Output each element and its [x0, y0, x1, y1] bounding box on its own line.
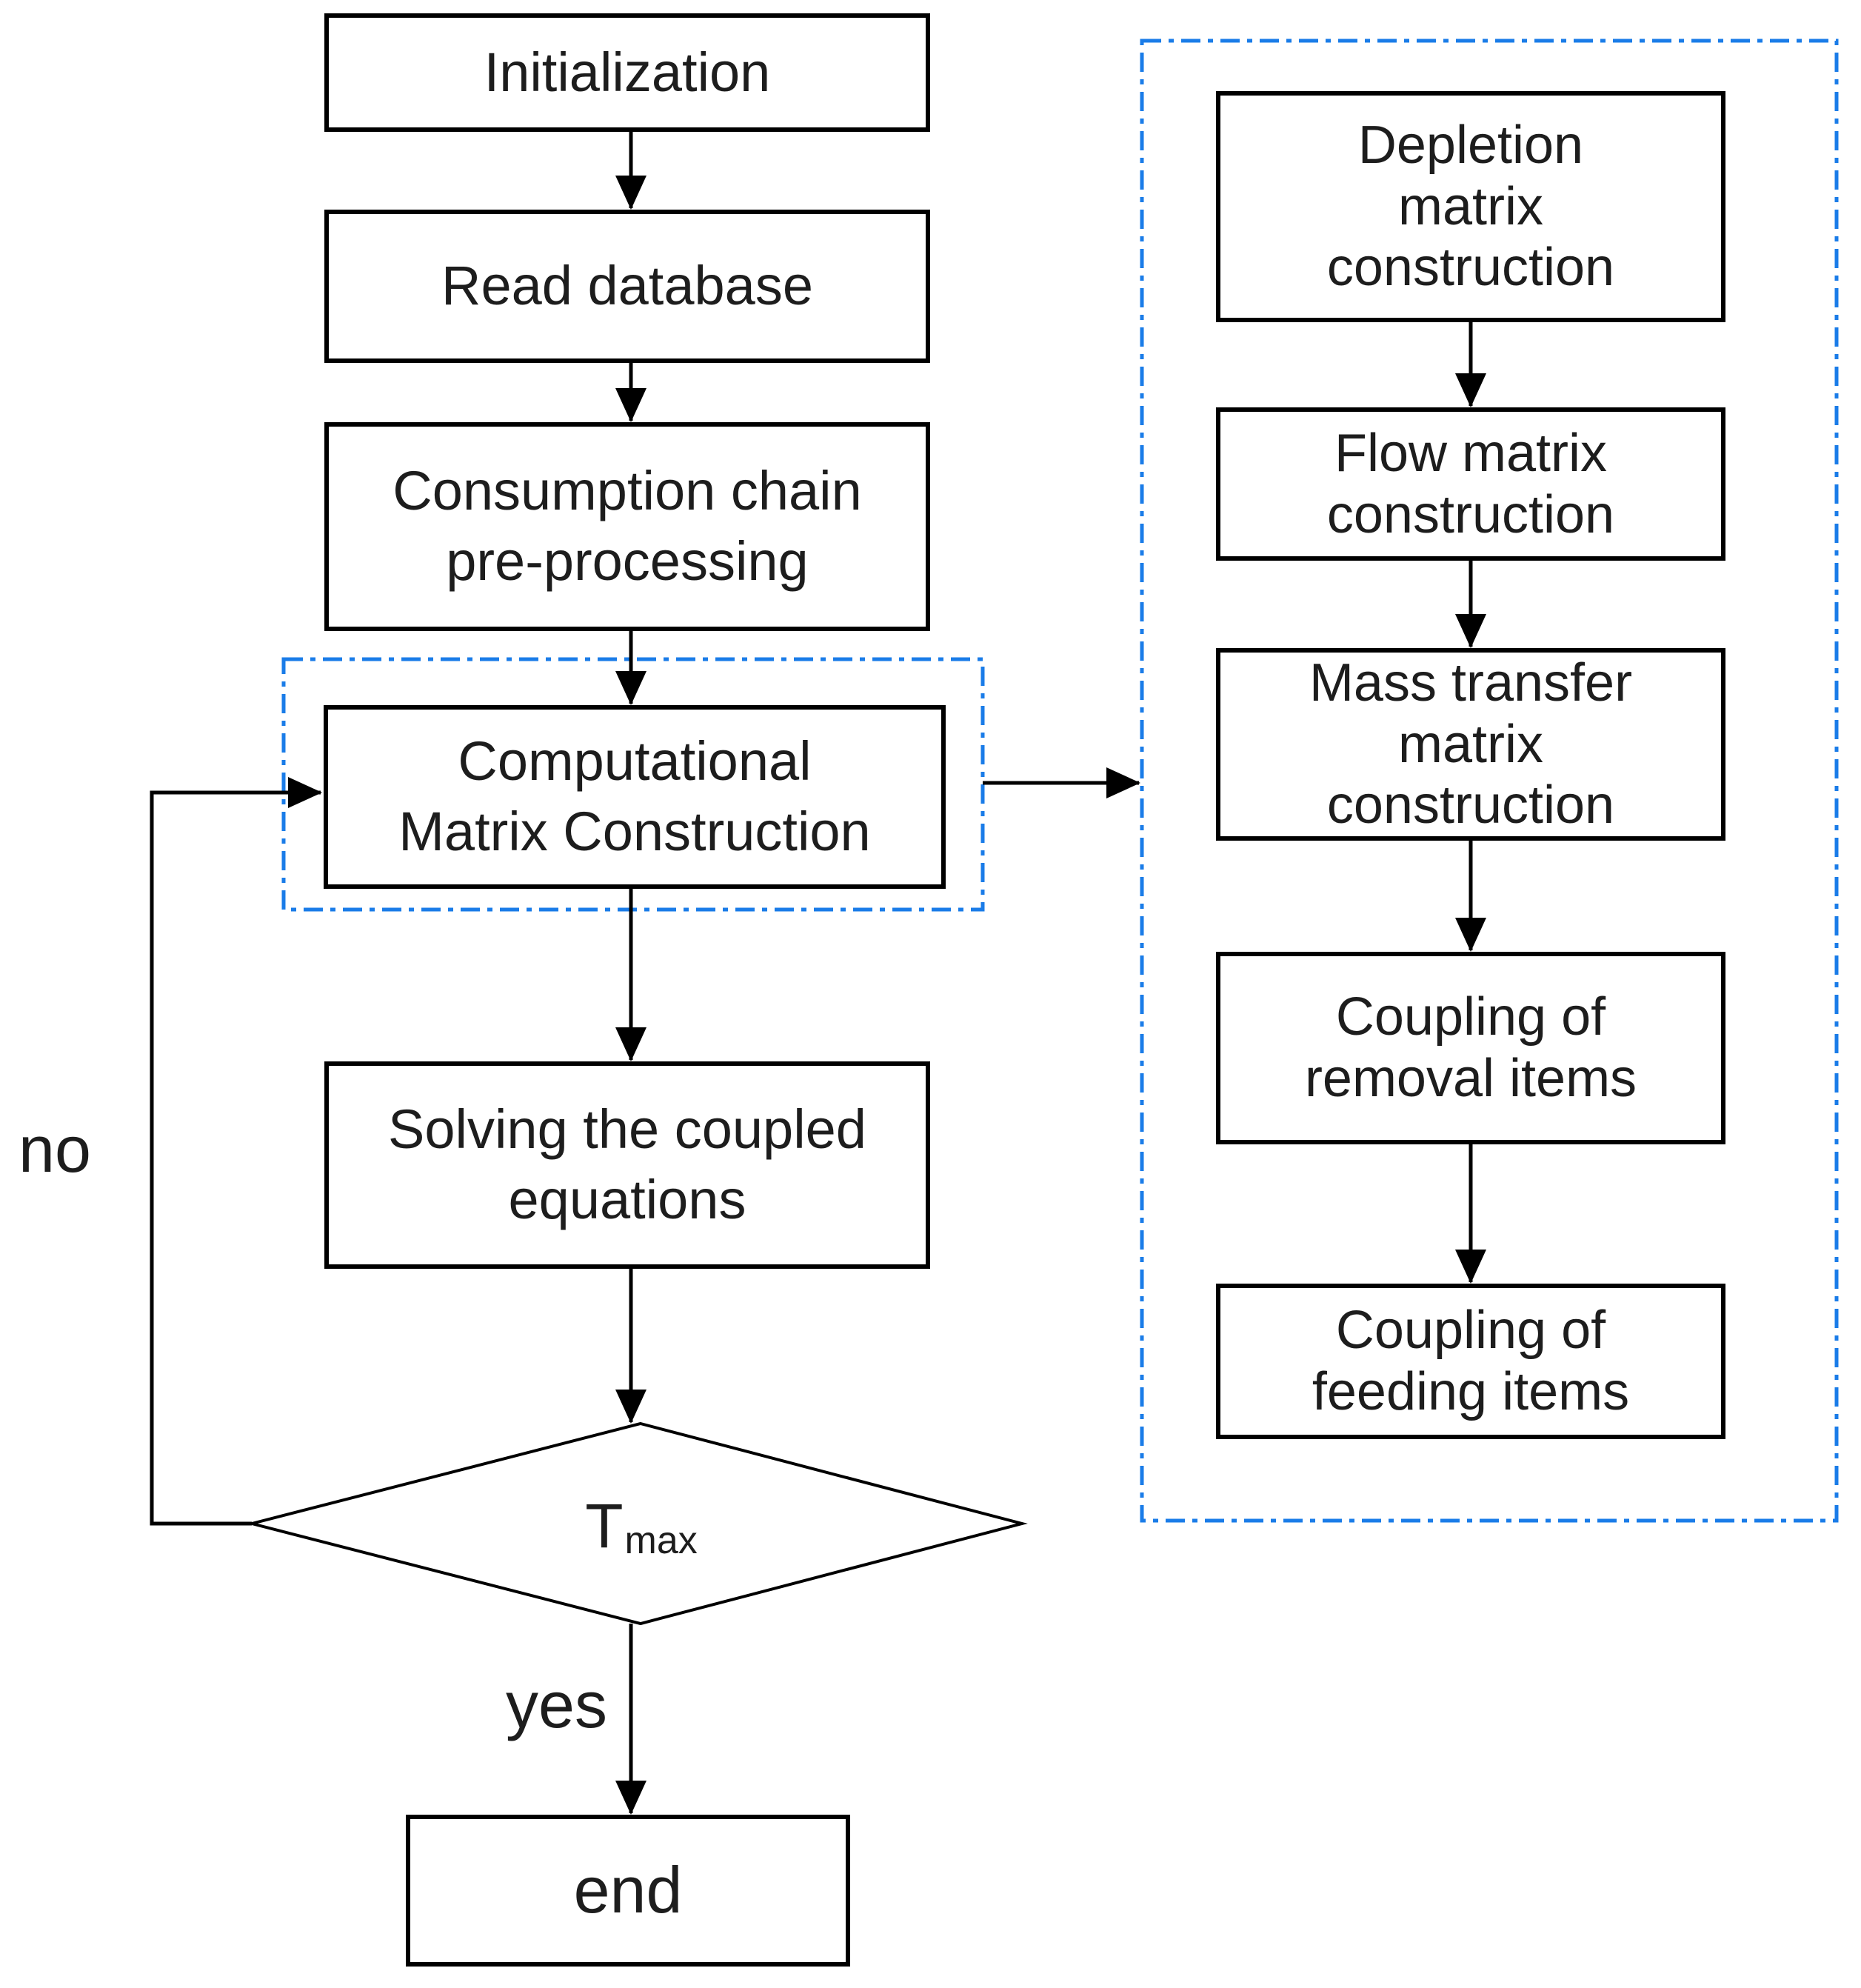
- node-computational-matrix-construction: Computational Matrix Construction: [324, 705, 946, 889]
- node-coupling-feeding-items: Coupling of feeding items: [1216, 1284, 1725, 1439]
- matrix-construction-dashed-border: [1140, 39, 1839, 1523]
- node-flow-matrix-construction: Flow matrix construction: [1216, 407, 1725, 561]
- decision-diamond: [251, 1421, 1028, 1626]
- node-mass-transfer-matrix-construction: Mass transfer matrix construction: [1216, 648, 1725, 841]
- node-initialization: Initialization: [324, 13, 930, 132]
- tmax-subscript: max: [624, 1519, 698, 1562]
- node-coupling-removal-items: Coupling of removal items: [1216, 952, 1725, 1144]
- node-solving-coupled-equations: Solving the coupled equations: [324, 1061, 930, 1269]
- node-read-database: Read database: [324, 210, 930, 363]
- flow-arrows: [150, 132, 1486, 1815]
- node-depletion-matrix-construction: Depletion matrix construction: [1216, 91, 1725, 322]
- tmax-symbol: T: [585, 1491, 624, 1561]
- node-end: end: [406, 1815, 850, 1967]
- node-consumption-chain-preprocessing: Consumption chain pre-processing: [324, 422, 930, 631]
- edge-label-yes: yes: [506, 1668, 607, 1741]
- edge-label-no: no: [19, 1113, 91, 1186]
